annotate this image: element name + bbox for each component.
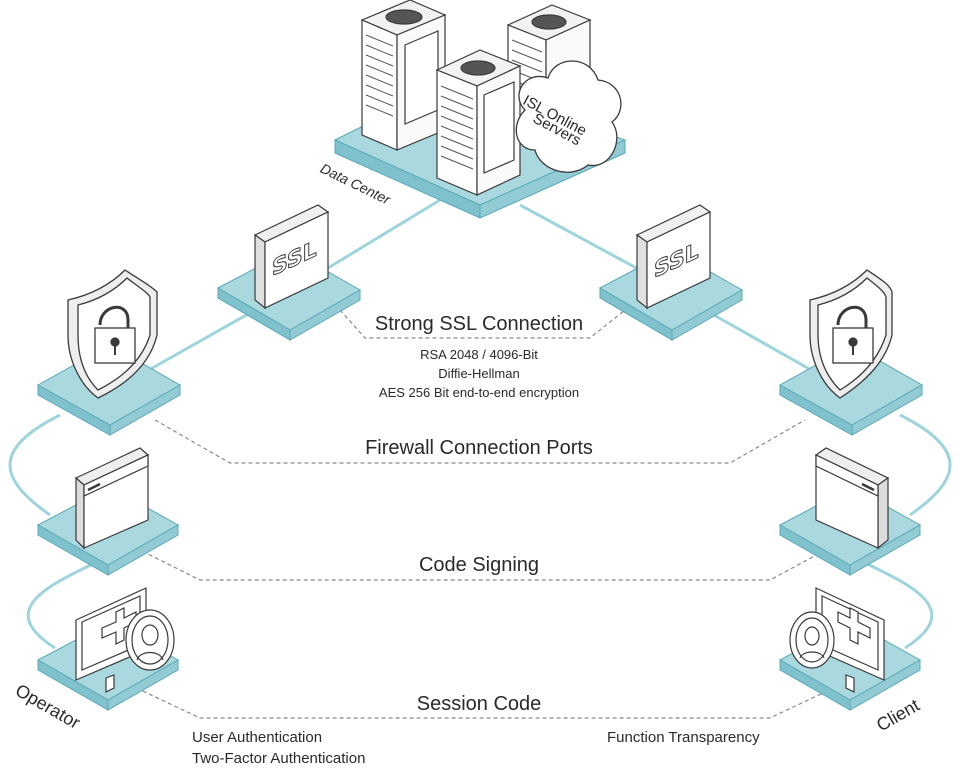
monitor-client-icon	[789, 587, 885, 693]
shield-lock-icon	[67, 269, 893, 399]
operator-note-1: User Authentication	[192, 729, 323, 746]
dashed-ssl	[339, 309, 626, 339]
ssl-detail-1: RSA 2048 / 4096-Bit	[420, 347, 538, 362]
link-ssl-left-firewall-left	[139, 308, 256, 377]
firewall-layer-title: Firewall Connection Ports	[365, 437, 593, 459]
ssl-certificate-left: SSL	[253, 204, 330, 310]
session-layer-title: Session Code	[416, 693, 542, 715]
link-right-loop-1	[899, 413, 952, 517]
window-left	[74, 447, 150, 550]
operator-note-2: Two-Factor Authentication	[192, 750, 366, 767]
dashed-session	[129, 684, 841, 719]
server-rack-icon	[360, 0, 592, 196]
ssl-certificate-right: SSL	[635, 204, 712, 310]
shield-left	[67, 269, 158, 399]
server-rack-3	[435, 49, 522, 196]
link-left-loop-1	[8, 413, 61, 517]
link-ssl-right-firewall-right	[704, 308, 821, 377]
dashed-lines	[129, 309, 841, 719]
client-note-1: Function Transparency	[607, 729, 760, 746]
cloud-icon	[515, 60, 622, 173]
ssl-certificate-icon: SSL SSL	[253, 204, 712, 310]
application-window-icon	[74, 447, 890, 550]
dashed-firewall	[154, 419, 806, 464]
connection-lines	[8, 198, 952, 650]
code-signing-layer-title: Code Signing	[418, 554, 540, 576]
window-right	[814, 447, 890, 550]
ssl-detail-3: AES 256 Bit end-to-end encryption	[378, 385, 580, 400]
server-rack-1	[360, 0, 447, 151]
platform-firewall-right	[778, 344, 924, 436]
link-datacenter-ssl-right	[519, 203, 641, 272]
ssl-layer-title: Strong SSL Connection	[374, 313, 584, 335]
monitor-operator-icon	[75, 587, 175, 693]
ssl-detail-2: Diffie-Hellman	[438, 366, 520, 381]
shield-right	[809, 269, 893, 399]
